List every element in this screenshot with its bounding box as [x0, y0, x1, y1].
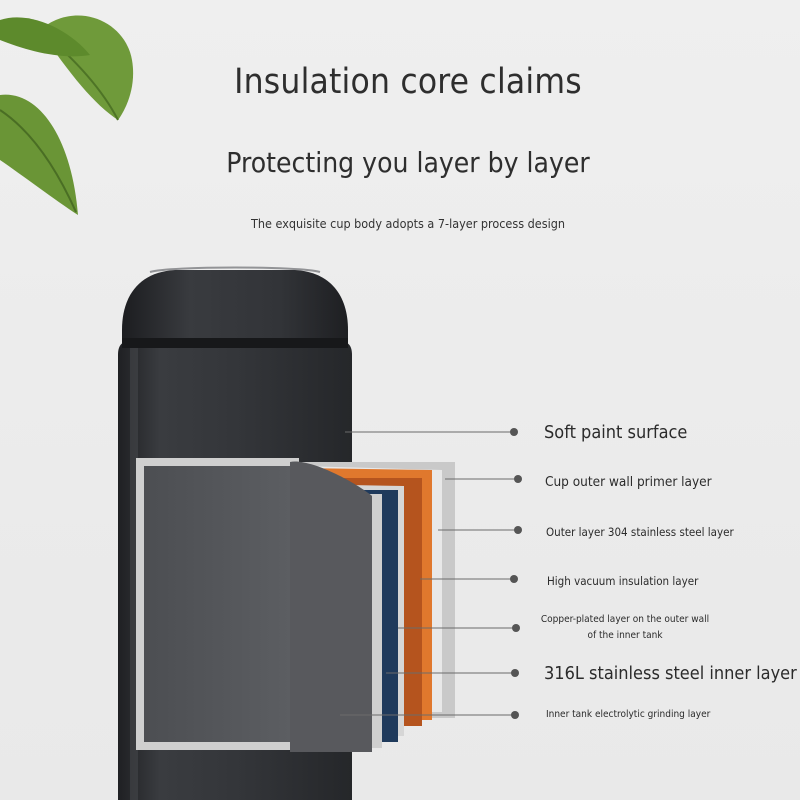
- leader-dots: [510, 428, 522, 719]
- layer-label-316l-steel: 316L stainless steel inner layer: [544, 663, 797, 684]
- layer-label-vacuum: High vacuum insulation layer: [547, 574, 699, 588]
- layer-label-outer-primer: Cup outer wall primer layer: [545, 474, 712, 490]
- leader-lines: [340, 431, 518, 716]
- layer-label-304-steel: Outer layer 304 stainless steel layer: [546, 525, 734, 539]
- layer-label-electrolytic: Inner tank electrolytic grinding layer: [546, 709, 711, 720]
- layer-cutaway: [136, 458, 455, 752]
- layer-label-soft-paint: Soft paint surface: [544, 422, 688, 443]
- page-subtitle: Protecting you layer by layer: [226, 146, 590, 179]
- page-title: Insulation core claims: [234, 62, 582, 102]
- layer-label-copper-plated: Copper-plated layer on the outer wall of…: [540, 614, 710, 641]
- page-caption: The exquisite cup body adopts a 7-layer …: [251, 216, 565, 231]
- leaf-decoration: [0, 15, 134, 215]
